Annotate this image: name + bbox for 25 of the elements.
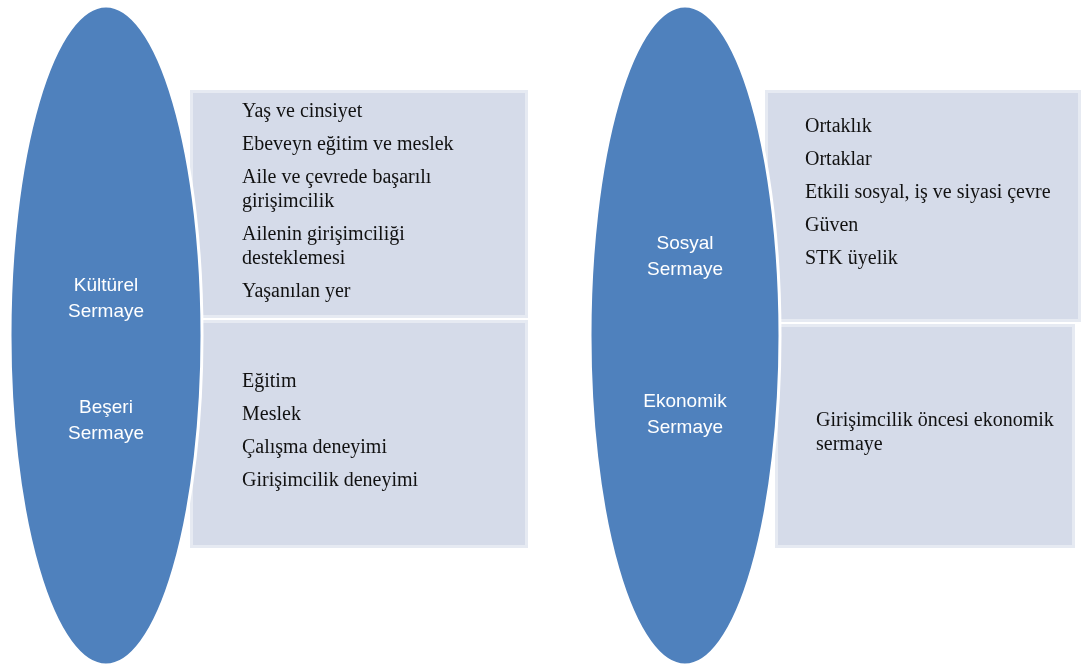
list-item: Ortaklar [805,146,873,170]
list-item: Ebeveyn eğitim ve meslek [242,131,455,155]
list-panel [190,90,528,318]
list-item: Meslek [242,401,302,425]
category-ellipse [8,4,204,667]
list-item: Yaşanılan yer [242,278,352,302]
list-item: Girişimcilik deneyimi [242,467,420,491]
list-item: Çalışma deneyimi [242,434,388,458]
list-item: Etkili sosyal, iş ve siyasi çevre [805,179,1052,203]
list-item: Güven [805,212,860,236]
category-ellipse [588,4,782,667]
list-item: Eğitim [242,368,298,392]
category-label: Ekonomik Sermaye [642,389,728,439]
category-label: Sosyal Sermaye [646,231,724,281]
list-item: Aile ve çevrede başarılı girişimcilik [242,164,433,212]
list-item: Yaş ve cinsiyet [242,98,364,122]
list-item: Ortaklık [805,113,873,137]
category-label: Beşeri Sermaye [67,395,145,445]
list-panel [190,320,528,548]
list-panel [765,90,1081,322]
list-item: Ailenin girişimciliği desteklemesi [242,221,406,269]
category-label: Kültürel Sermaye [67,273,145,323]
list-panel [775,324,1075,548]
list-item: STK üyelik [805,245,899,269]
list-item: Girişimcilik öncesi ekonomik sermaye [816,407,1055,455]
